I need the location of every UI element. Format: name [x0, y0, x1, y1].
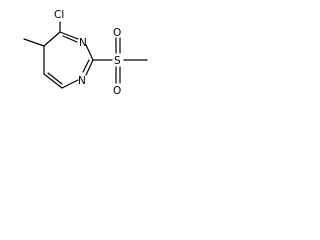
bond-c6-c5-inner: [47, 72, 63, 85]
bond-c5-methyl: [23, 38, 45, 47]
bond-c4-n3-inner: [62, 35, 78, 43]
bond-c4-n3: [59, 31, 79, 40]
molecule-structure: Cl N N S O O: [23, 9, 148, 97]
bond-c2-n1: [85, 59, 94, 76]
bond-c6-c5: [43, 73, 63, 89]
atom-labels: Cl N N S O O: [54, 9, 121, 97]
atom-cl: Cl: [54, 9, 64, 21]
bond-c5-c4-b: [43, 31, 61, 47]
structure-canvas: Cl N N S O O: [0, 0, 157, 105]
atom-n1: N: [78, 75, 86, 87]
bond-n3-c2: [85, 44, 94, 61]
atom-o-bottom: O: [113, 85, 121, 97]
bond-n1-c6: [61, 79, 79, 89]
bonds: [23, 21, 148, 89]
atom-o-top: O: [113, 27, 121, 39]
atom-n3: N: [79, 37, 87, 49]
bond-c2-n1-inner: [82, 59, 90, 73]
atom-s: S: [114, 55, 121, 67]
